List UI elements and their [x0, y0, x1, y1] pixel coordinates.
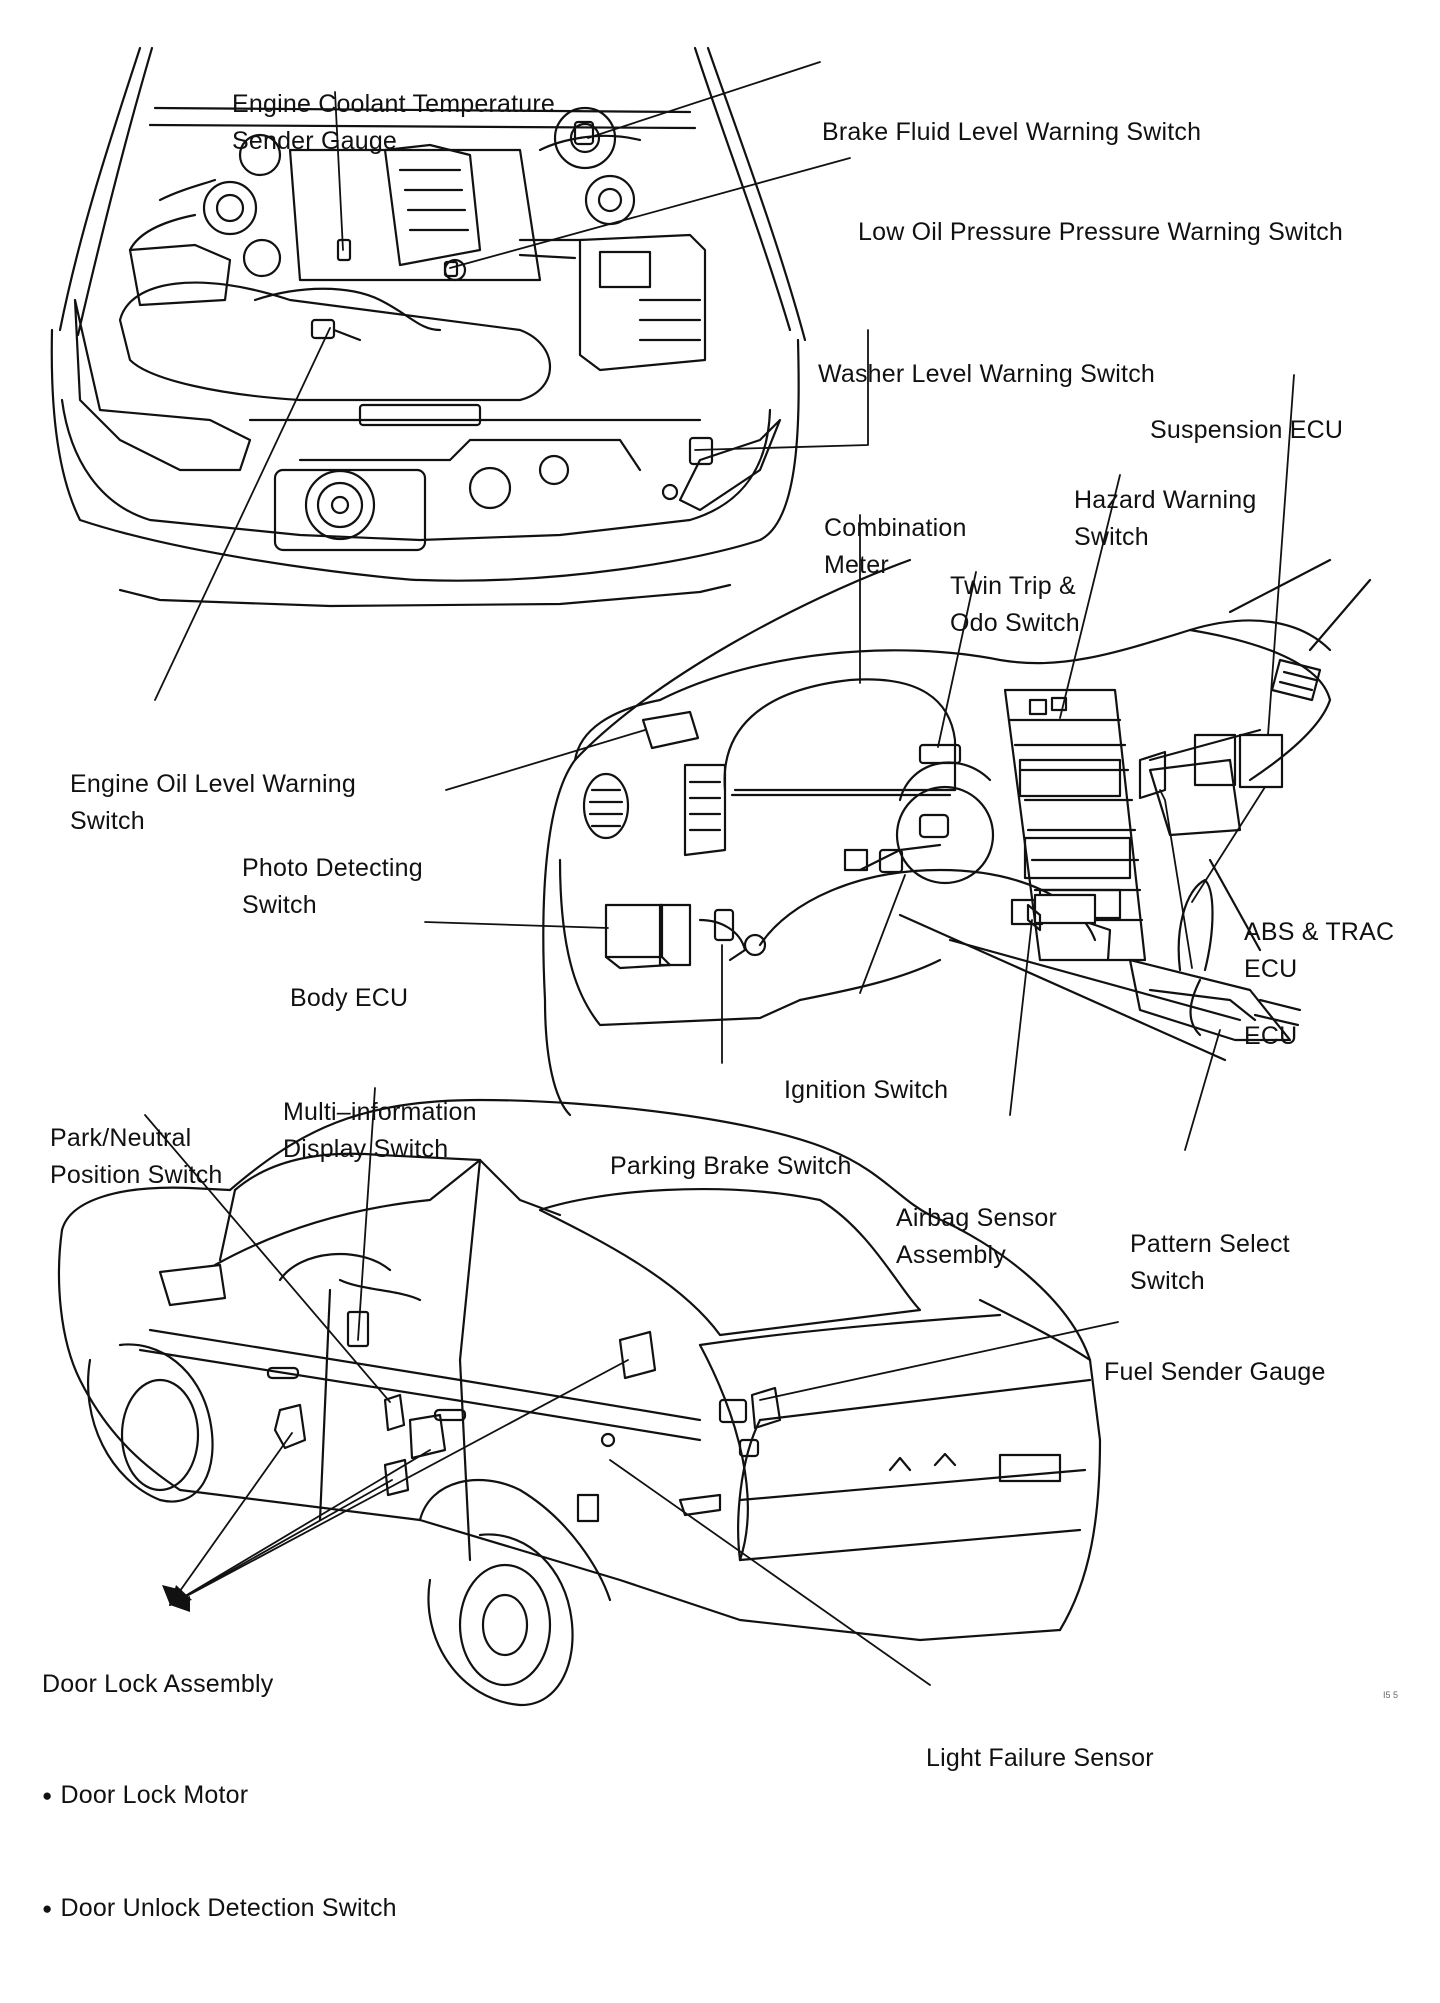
car-body-illustration [57, 1098, 1102, 1707]
door-lock-arrowheads [162, 1585, 192, 1612]
bullet-door-lock-motor: Door Lock Motor [42, 1777, 397, 1816]
dashboard-illustration [542, 558, 1372, 1117]
leader-lines [144, 61, 1295, 1686]
engine-bay-illustration [50, 46, 807, 608]
diagram-artwork [50, 46, 1372, 1707]
sheet-id: I5 5 [1382, 1690, 1398, 1700]
bullet-door-unlock-detection-switch: Door Unlock Detection Switch [42, 1890, 397, 1929]
